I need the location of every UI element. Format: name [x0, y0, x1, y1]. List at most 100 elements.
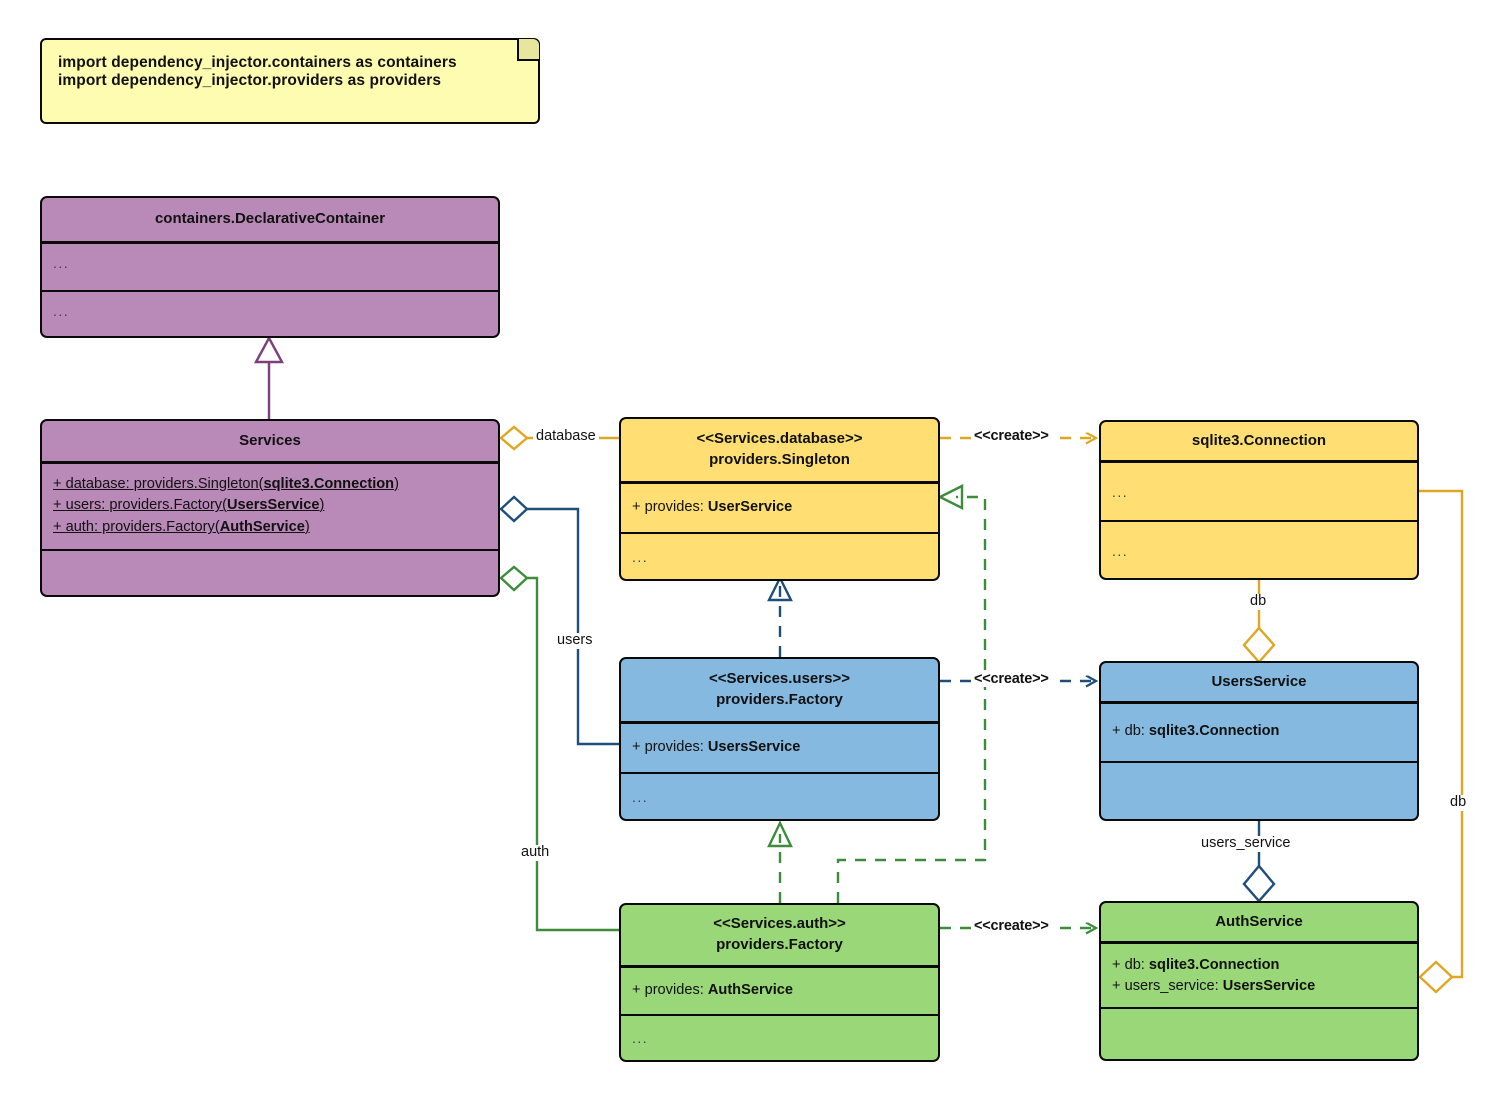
attributes-compartment: + provides: UserService — [621, 484, 938, 532]
attribute-row: + users: providers.Factory(UsersService) — [53, 495, 487, 517]
attr-type: UsersService — [226, 497, 320, 514]
class-declarative-container[interactable]: containers.DeclarativeContainer ... ... — [40, 196, 500, 338]
edge-dependency-users-database — [767, 575, 793, 657]
attribute-row: + auth: providers.Factory(AuthService) — [53, 517, 487, 539]
class-title-services-database-provider: <<Services.database>> providers.Singleto… — [621, 419, 938, 481]
note-line-1: import dependency_injector.containers as… — [58, 54, 457, 71]
class-title-auth-service: AuthService — [1215, 912, 1303, 930]
attributes-compartment: + provides: UsersService — [621, 724, 938, 772]
attr-prefix: + db: — [1112, 956, 1149, 973]
class-sqlite3-connection[interactable]: sqlite3.Connection ... ... — [1099, 420, 1419, 580]
attr-type: sqlite3.Connection — [1148, 956, 1280, 973]
attr-type: sqlite3.Connection — [1148, 722, 1280, 739]
attr-prefix: + provides: — [632, 498, 708, 515]
operations-compartment: ... — [621, 774, 938, 819]
divider — [621, 531, 938, 534]
class-services-database-provider[interactable]: <<Services.database>> providers.Singleto… — [619, 417, 940, 581]
edge-label-users-service: users_service — [1198, 835, 1294, 852]
attribute-row: + db: sqlite3.Connection — [1112, 955, 1406, 977]
divider — [621, 1013, 938, 1016]
edge-label-create-auth: <<create>> — [972, 918, 1051, 934]
edge-label-database: database — [533, 428, 599, 445]
divider — [621, 771, 938, 774]
attributes-compartment: + db: sqlite3.Connection + users_service… — [1101, 944, 1417, 1007]
attr-prefix: + provides: — [632, 738, 708, 755]
attribute-row: + users_service: UsersService — [1112, 976, 1406, 998]
edge-label-users: users — [554, 632, 596, 649]
attribute-row: + db: sqlite3.Connection — [1112, 721, 1406, 743]
edge-dependency-auth-users — [767, 820, 793, 903]
divider — [42, 241, 498, 244]
operations-placeholder: ... — [1112, 543, 1129, 559]
edge-label-auth: auth — [518, 844, 553, 861]
attributes-compartment: ... — [42, 244, 498, 290]
class-auth-service[interactable]: AuthService + db: sqlite3.Connection + u… — [1099, 901, 1419, 1061]
divider — [1101, 941, 1417, 944]
attributes-placeholder: ... — [1112, 483, 1129, 500]
attributes-compartment: ... — [1101, 463, 1417, 520]
class-name: providers.Singleton — [709, 451, 850, 468]
divider — [1101, 701, 1417, 704]
class-title-services: Services — [239, 431, 301, 449]
operations-placeholder: ... — [632, 1030, 649, 1046]
attr-vis: + — [53, 475, 66, 492]
operations-compartment: ... — [621, 534, 938, 579]
divider — [42, 289, 498, 292]
operations-compartment — [1101, 1009, 1417, 1059]
attr-type: UserService — [707, 498, 793, 515]
edge-aggregation-users — [499, 495, 619, 746]
attr-type: AuthService — [219, 519, 305, 536]
stereotype: <<Services.auth>> — [713, 915, 846, 933]
operations-placeholder: ... — [53, 303, 70, 319]
note-imports: import dependency_injector.containers as… — [40, 38, 540, 124]
class-services-users-provider[interactable]: <<Services.users>> providers.Factory + p… — [619, 657, 940, 821]
attr-vis: + — [53, 497, 66, 514]
operations-compartment — [1101, 763, 1417, 819]
attr-tail: ) — [304, 519, 310, 536]
stereotype: <<Services.users>> — [709, 670, 850, 688]
attr-type: sqlite3.Connection — [263, 475, 395, 492]
attr-prefix: + users_service: — [1112, 978, 1223, 995]
edge-label-create-users: <<create>> — [972, 671, 1051, 687]
divider — [1101, 519, 1417, 522]
divider — [42, 548, 498, 551]
divider — [42, 461, 498, 464]
operations-compartment — [42, 551, 498, 595]
attr-tail: ) — [394, 475, 399, 492]
edge-label-db-usersservice: db — [1247, 593, 1270, 610]
attr-prefix: + db: — [1112, 722, 1149, 739]
operations-compartment: ... — [42, 292, 498, 336]
class-services[interactable]: Services + database: providers.Singleton… — [40, 419, 500, 597]
attr-name: auth: providers.Factory( — [65, 519, 220, 536]
attr-name: database: providers.Singleton( — [65, 475, 264, 492]
edge-label-create-database: <<create>> — [972, 428, 1051, 444]
divider — [1101, 1006, 1417, 1009]
attr-name: users: providers.Factory( — [65, 497, 227, 514]
class-name: providers.Factory — [716, 936, 843, 953]
edge-generalization-services-container — [253, 335, 285, 419]
attributes-placeholder: ... — [53, 254, 70, 271]
class-name: providers.Factory — [716, 691, 843, 708]
divider — [621, 481, 938, 484]
edge-aggregation-auth — [499, 565, 619, 932]
class-services-auth-provider[interactable]: <<Services.auth>> providers.Factory + pr… — [619, 903, 940, 1062]
stereotype: <<Services.database>> — [696, 430, 863, 448]
attr-type: AuthService — [707, 981, 794, 998]
note-line-2: import dependency_injector.providers as … — [58, 72, 442, 89]
class-title-declarative-container: containers.DeclarativeContainer — [154, 210, 386, 228]
attr-prefix: + provides: — [632, 981, 708, 998]
edge-aggregation-usersservice-authservice — [1242, 821, 1276, 903]
class-title-sqlite3-connection: sqlite3.Connection — [1191, 431, 1327, 449]
attr-vis: + — [53, 519, 66, 536]
operations-compartment: ... — [621, 1016, 938, 1060]
note-fold-icon — [517, 39, 539, 61]
edge-label-db-authservice: db — [1447, 794, 1470, 811]
class-users-service[interactable]: UsersService + db: sqlite3.Connection — [1099, 661, 1419, 821]
class-title-users-service: UsersService — [1211, 672, 1307, 690]
edge-aggregation-db-authservice — [1418, 489, 1464, 994]
attributes-compartment: + database: providers.Singleton(sqlite3.… — [42, 464, 498, 549]
attr-type: UsersService — [1222, 978, 1316, 995]
attr-type: UsersService — [707, 738, 801, 755]
operations-placeholder: ... — [632, 549, 649, 565]
